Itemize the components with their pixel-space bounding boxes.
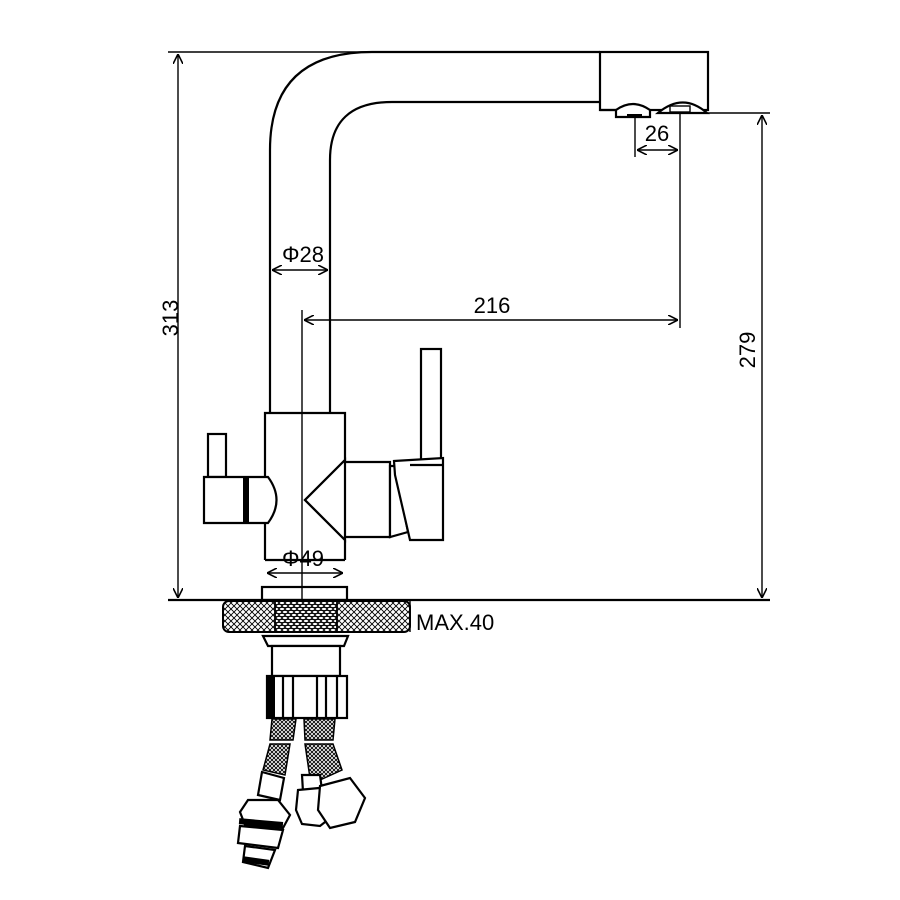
svg-text:MAX.40: MAX.40 bbox=[416, 610, 494, 635]
svg-text:Φ49: Φ49 bbox=[282, 546, 324, 571]
dimension-total-height: 313 bbox=[158, 54, 183, 598]
supply-hoses bbox=[236, 718, 367, 870]
spout bbox=[268, 50, 710, 413]
dimension-spout-reach: 216 bbox=[304, 293, 678, 320]
mounting-nut bbox=[222, 600, 411, 633]
svg-text:Φ28: Φ28 bbox=[282, 242, 324, 267]
svg-text:313: 313 bbox=[158, 300, 183, 337]
svg-text:216: 216 bbox=[474, 293, 511, 318]
left-filter-handle bbox=[202, 432, 278, 525]
dimension-max-thickness: MAX.40 bbox=[409, 600, 494, 635]
svg-text:279: 279 bbox=[735, 332, 760, 369]
dimension-spout-diameter: Φ28 bbox=[272, 242, 328, 270]
dimension-aerator-spacing: 26 bbox=[634, 113, 681, 328]
base-ring bbox=[260, 585, 349, 602]
shank bbox=[261, 634, 350, 720]
dimension-body-diameter: Φ49 bbox=[267, 546, 343, 573]
right-lever-handle bbox=[392, 347, 445, 542]
dimension-spout-height: 279 bbox=[708, 112, 770, 598]
faucet-body bbox=[263, 411, 410, 562]
svg-text:26: 26 bbox=[645, 121, 669, 146]
